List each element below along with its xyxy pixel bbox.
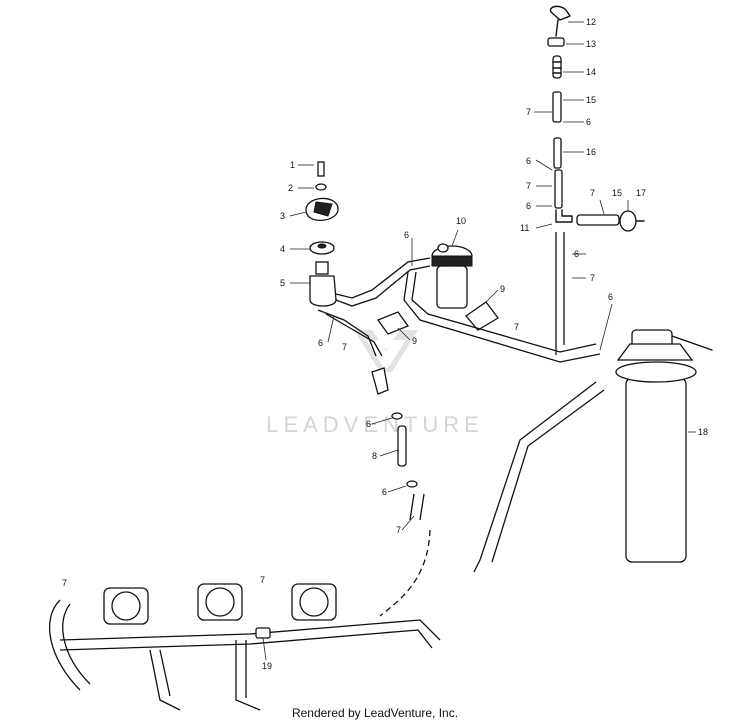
callout-8: 8 — [372, 451, 377, 461]
callout-9-right: 9 — [500, 284, 505, 294]
callout-15-branch: 15 — [612, 188, 622, 198]
fuel-tank — [615, 329, 713, 563]
callout-17: 17 — [636, 188, 646, 198]
throttle-bodies — [48, 583, 441, 711]
callout-4: 4 — [280, 244, 285, 254]
callout-6-vent-mid: 6 — [526, 156, 531, 166]
footer-credit: Rendered by LeadVenture, Inc. — [291, 706, 459, 720]
callout-9-left: 9 — [412, 336, 417, 346]
watermark-text: LEADVENTURE — [266, 412, 484, 437]
callout-6-tee: 6 — [574, 249, 579, 259]
callout-7-inline: 7 — [396, 525, 401, 535]
callout-7-pump-out: 7 — [342, 342, 347, 352]
callout-12: 12 — [586, 17, 596, 27]
callout-14: 14 — [586, 67, 596, 77]
callout-5: 5 — [280, 278, 285, 288]
callout-7-vent-mid: 7 — [526, 181, 531, 191]
fuel-hoses — [317, 257, 605, 617]
callout-2: 2 — [288, 183, 293, 193]
callout-7-vertical: 7 — [590, 273, 595, 283]
callout-3: 3 — [280, 211, 285, 221]
callout-19: 19 — [262, 661, 272, 671]
callout-6-inline-upper: 6 — [366, 419, 371, 429]
callout-7-right: 7 — [260, 575, 265, 585]
callout-10: 10 — [456, 216, 466, 226]
callout-18: 18 — [698, 427, 708, 437]
callout-7-vent-top: 7 — [526, 107, 531, 117]
callout-11: 11 — [520, 223, 529, 233]
callout-13: 13 — [586, 39, 596, 49]
callout-6-filter: 6 — [404, 230, 409, 240]
vent-line-assembly — [547, 5, 645, 355]
callout-7-left: 7 — [62, 578, 67, 588]
callout-labels: 1 2 3 4 5 6 6 6 6 6 6 6 6 6 7 7 7 7 7 7 … — [62, 17, 708, 671]
callout-6-vent-lower: 6 — [526, 201, 531, 211]
callout-1: 1 — [290, 160, 295, 170]
callout-6-inline-lower: 6 — [382, 487, 387, 497]
fuel-filter-assembly — [376, 243, 499, 335]
callout-16: 16 — [586, 147, 596, 157]
callout-7-supply: 7 — [514, 322, 519, 332]
fuel-pump-assembly — [305, 161, 339, 307]
callout-6-vent-upper: 6 — [586, 117, 591, 127]
callout-6-tank: 6 — [608, 292, 613, 302]
callout-15-upper: 15 — [586, 95, 596, 105]
callout-6-pump: 6 — [318, 338, 323, 348]
leader-lines — [262, 21, 696, 661]
callout-7-branch: 7 — [590, 188, 595, 198]
